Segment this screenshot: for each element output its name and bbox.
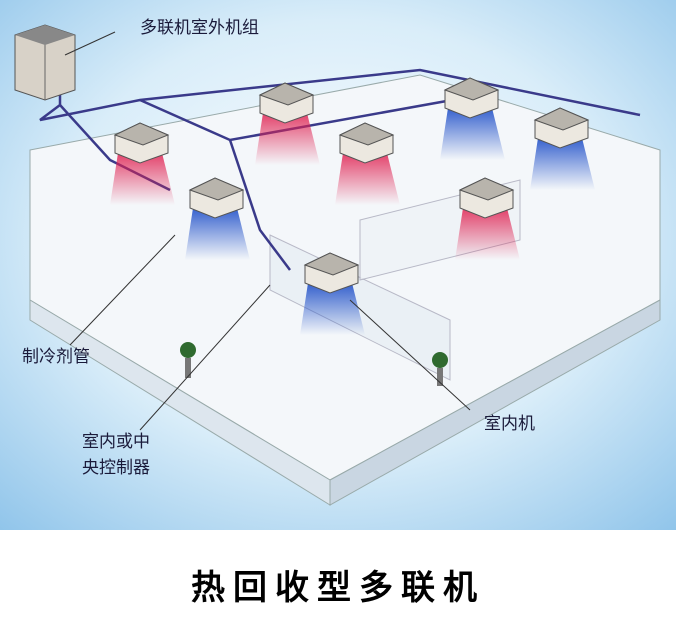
outdoor-unit-label: 多联机室外机组	[140, 18, 259, 38]
air-flow-cold	[300, 283, 365, 335]
plants	[180, 342, 448, 386]
indoor-unit	[185, 177, 250, 260]
outdoor-unit	[14, 24, 76, 101]
leader-lines	[64, 31, 471, 431]
air-flow-cold	[440, 108, 505, 160]
indoor-unit	[335, 122, 400, 205]
air-flow-cold	[530, 138, 595, 190]
air-flow-warm	[335, 153, 400, 205]
air-flow-warm	[455, 208, 520, 260]
air-flow-cold	[185, 208, 250, 260]
indoor-unit-label: 室内机	[484, 414, 535, 434]
indoor-unit	[300, 252, 365, 335]
indoor-unit	[530, 107, 595, 190]
air-flow-warm	[110, 153, 175, 205]
refrigerant-pipe-label: 制冷剂管	[22, 347, 90, 367]
building-illustration	[0, 0, 676, 530]
indoor-unit	[110, 122, 175, 205]
caption-title: 热回收型多联机	[191, 568, 485, 608]
indoor-unit	[255, 82, 320, 165]
air-flow-warm	[255, 113, 320, 165]
indoor-unit	[440, 77, 505, 160]
controller-label-line2: 央控制器	[82, 458, 150, 478]
controller-label-line1: 室内或中	[82, 432, 150, 452]
indoor-unit	[455, 177, 520, 260]
